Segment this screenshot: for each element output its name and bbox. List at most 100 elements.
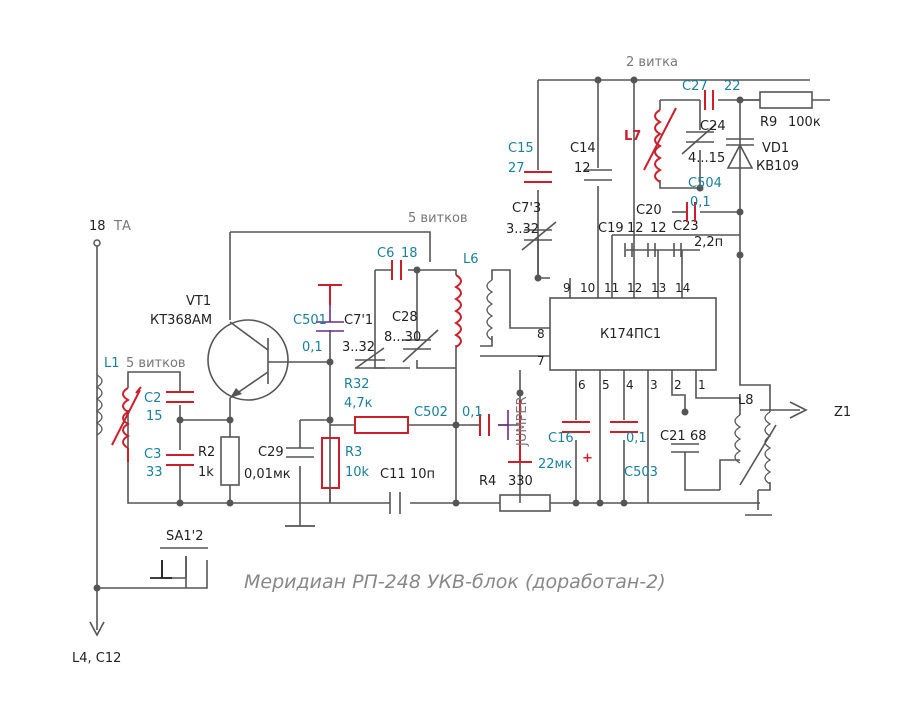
C29-value: 0,01мк xyxy=(244,467,291,482)
R4-value: 330 xyxy=(508,474,533,489)
C21-ref: C21 xyxy=(660,429,686,444)
ic-pin-5: 5 xyxy=(602,378,610,392)
C19-ref: C19 xyxy=(598,221,624,236)
ic-pin-11: 11 xyxy=(604,281,619,295)
capacitor-C16 xyxy=(562,421,590,433)
C15-ref: C15 xyxy=(508,141,534,156)
capacitor-C23 xyxy=(673,243,682,257)
C2-value: 15 xyxy=(146,409,163,424)
C6-value: 18 xyxy=(401,246,418,261)
R9-value: 100к xyxy=(788,115,821,130)
bottom-port-label: L4, C12 xyxy=(72,651,121,666)
C14-ref: C14 xyxy=(570,141,596,156)
capacitor-C501 xyxy=(316,284,344,332)
ic-pin-10: 10 xyxy=(580,281,595,295)
capacitor-C503 xyxy=(610,421,638,433)
L6-ref: L6 xyxy=(463,252,479,267)
VT1-ref: VT1 xyxy=(186,294,211,309)
R32-value: 4,7к xyxy=(344,396,373,411)
VD1-value: КВ109 xyxy=(756,159,799,174)
R2-value: 1k xyxy=(198,465,214,480)
jumper-label: JUMPER xyxy=(515,396,530,447)
antenna-label: ТА xyxy=(113,219,131,234)
antenna-terminal xyxy=(93,239,101,247)
capacitor-C7-3 xyxy=(521,221,557,251)
capacitor-C504 xyxy=(686,202,696,222)
C16-ref: C16 xyxy=(548,431,574,446)
L6-note: 5 витков xyxy=(408,211,468,226)
capacitor-C2 xyxy=(166,391,194,403)
R9-ref: R9 xyxy=(760,115,777,130)
R4-ref: R4 xyxy=(479,474,496,489)
C23-ref: C23 xyxy=(673,219,699,234)
C11-ref: C11 xyxy=(380,467,406,482)
capacitor-C20 xyxy=(647,243,656,257)
C21-value: 68 xyxy=(690,429,707,444)
C502-ref: C502 xyxy=(414,405,448,420)
resistor-R2 xyxy=(220,436,240,486)
C16-plus: + xyxy=(582,451,593,466)
ic-pin-14: 14 xyxy=(675,281,690,295)
capacitor-C28 xyxy=(402,329,439,363)
resistor-R4 xyxy=(499,494,551,512)
C6-ref: C6 xyxy=(377,246,394,261)
C3-value: 33 xyxy=(146,465,163,480)
C24-value: 4...15 xyxy=(688,151,725,166)
page-title: Меридиан РП-248 УКВ-блок (доработан-2) xyxy=(244,571,666,593)
C73-ref: C7'3 xyxy=(512,201,541,216)
R3-ref: R3 xyxy=(345,445,362,460)
L8-ref: L8 xyxy=(738,393,754,408)
C71-ref: C7'1 xyxy=(344,313,373,328)
ic-pin-9: 9 xyxy=(563,281,571,295)
antenna-pin-label: 18 xyxy=(89,219,106,234)
C502-value: 0,1 xyxy=(462,405,483,420)
capacitor-C15 xyxy=(524,171,552,183)
L7-ref: L7 xyxy=(624,129,641,144)
ic-pin-2: 2 xyxy=(674,378,682,392)
ic-body xyxy=(549,297,717,371)
inductor-L8 xyxy=(719,411,777,491)
capacitor-C14 xyxy=(584,169,612,181)
capacitor-C502 xyxy=(479,414,490,436)
VD1-ref: VD1 xyxy=(762,141,789,156)
inductor-L7 xyxy=(643,107,677,183)
C28-ref: C28 xyxy=(392,310,418,325)
C71-value: 3..32 xyxy=(342,340,375,355)
ic-pin-12: 12 xyxy=(627,281,642,295)
ic-pin-3: 3 xyxy=(650,378,658,392)
resistor-R32 xyxy=(354,416,409,434)
C16-value: 22мк xyxy=(538,457,572,472)
C2-ref: C2 xyxy=(144,391,161,406)
capacitor-C6 xyxy=(391,260,402,280)
C504-value: 0,1 xyxy=(690,195,711,210)
C3-ref: C3 xyxy=(144,447,161,462)
ic-pin-labels: 9 10 11 12 13 14 8 7 6 5 4 3 2 1 xyxy=(537,281,706,392)
C503-value: 0,1 xyxy=(626,431,647,446)
L1-note: 5 витков xyxy=(126,356,186,371)
jumper xyxy=(498,400,532,463)
C73-value: 3..32 xyxy=(506,222,539,237)
inductor-L1 xyxy=(95,374,142,462)
ic-pin-7: 7 xyxy=(537,354,545,368)
C27-value: 22 xyxy=(724,79,741,94)
C15-value: 27 xyxy=(508,161,525,176)
C501-ref: C501 xyxy=(293,313,327,328)
VT1-type: КТ368АМ xyxy=(150,313,212,328)
capacitor-C24 xyxy=(681,123,717,155)
ic-label: К174ПС1 xyxy=(600,327,661,342)
L7-note: 2 витка xyxy=(626,55,678,70)
C11-value: 10п xyxy=(410,467,435,482)
R32-ref: R32 xyxy=(344,377,370,392)
varicap-VD1 xyxy=(726,138,754,169)
capacitor-C19 xyxy=(624,243,633,257)
output-port-label: Z1 xyxy=(834,405,851,420)
switch-label: SA1'2 xyxy=(166,529,204,544)
C14-value: 12 xyxy=(574,161,591,176)
C19-value: 12 xyxy=(627,221,644,236)
C501-value: 0,1 xyxy=(302,340,323,355)
C504-ref: C504 xyxy=(688,176,722,191)
ic-pin-4: 4 xyxy=(626,378,634,392)
R2-ref: R2 xyxy=(198,445,215,460)
L1-ref: L1 xyxy=(104,356,120,371)
